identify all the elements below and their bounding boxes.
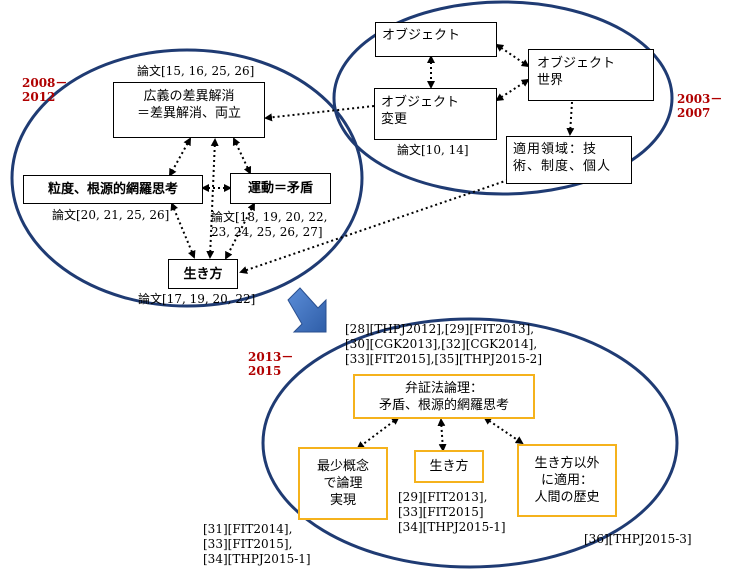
ellipse-2008 <box>10 48 364 308</box>
ellipse-2013 <box>261 317 679 569</box>
conn-diff-motion <box>232 137 252 175</box>
conn-world-application <box>566 101 575 136</box>
ellipse-2003 <box>332 0 674 196</box>
ref-object-change: 論文[10, 14] <box>397 143 469 157</box>
box-granularity: 粒度、根源的網羅思考 <box>23 175 203 204</box>
ref-way-of-life-bottom: [29][FIT2013], [33][FIT2015] [34][THPJ20… <box>398 490 506 534</box>
box-object: オブジェクト <box>375 22 497 57</box>
period-2003: 2003－ 2007 <box>677 92 723 120</box>
ref-way-of-life: 論文[17, 19, 20, 22] <box>138 292 256 306</box>
ref-granularity: 論文[20, 21, 25, 26] <box>52 208 170 222</box>
conn-application-life <box>239 179 509 274</box>
box-dialectic: 弁証法論理： 矛盾、根源的網羅思考 <box>353 374 535 419</box>
box-application: 適用領域：技 術、制度、個人 <box>506 136 632 184</box>
conn-change-difference <box>264 105 375 122</box>
ref-beyond-life: [36][THPJ2015-3] <box>584 532 692 546</box>
box-way-of-life: 生き方 <box>168 259 238 289</box>
conn-dialectic-life <box>437 418 447 452</box>
conn-dialectic-beyond <box>483 416 524 445</box>
transition-arrow <box>287 287 327 333</box>
ref-motion: 論文[18, 19, 20, 22, 23, 24, 25, 26, 27] <box>211 210 328 239</box>
box-object-world: オブジェクト 世界 <box>528 49 654 101</box>
box-min-concept: 最少概念 で論理 実現 <box>298 447 388 520</box>
box-way-of-life-bottom: 生き方 <box>414 450 484 483</box>
conn-motion-life <box>225 202 255 260</box>
conn-dialectic-min <box>356 416 400 450</box>
box-beyond-life: 生き方以外 に適用： 人間の歴史 <box>517 444 617 517</box>
conn-diff-gran <box>169 137 191 177</box>
box-motion: 運動＝矛盾 <box>230 173 331 204</box>
ref-dialectic: [28][THPJ2012],[29][FIT2013], [30][CGK20… <box>345 322 542 366</box>
period-2008: 2008－ 2012 <box>22 76 68 104</box>
conn-gran-life <box>170 202 196 259</box>
ref-difference: 論文[15, 16, 25, 26] <box>137 64 255 78</box>
box-object-change: オブジェクト 変更 <box>374 88 497 140</box>
conn-change-world <box>495 78 530 102</box>
period-2013: 2013－ 2015 <box>248 350 294 378</box>
conn-object-world <box>495 43 530 68</box>
ref-min-concept: [31][FIT2014], [33][FIT2015], [34][THPJ2… <box>203 522 311 566</box>
box-difference: 広義の差異解消 ＝差異解消、両立 <box>113 82 265 138</box>
